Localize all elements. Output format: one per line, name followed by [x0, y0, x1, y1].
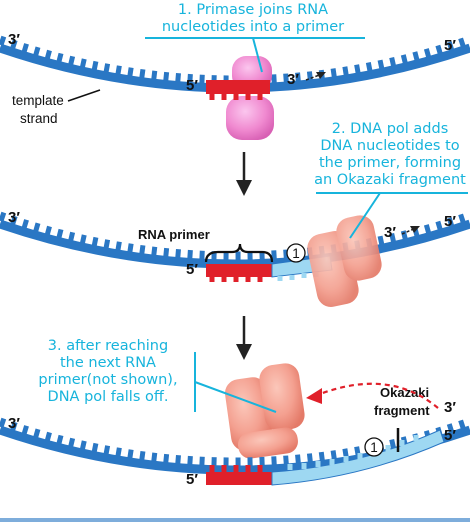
panel-2: 1 RNA primer 3′ 5′ 5′ 3′ 2. DNA pol adds…	[0, 121, 470, 307]
arrow-head	[316, 72, 326, 79]
template-label-line1: template	[12, 93, 64, 108]
step-3-line-2: the next RNA	[60, 355, 156, 371]
template-pointer	[67, 89, 101, 102]
primer-bracket	[204, 243, 274, 263]
five-prime-end: 5′	[444, 37, 456, 54]
five-prime-end: 5′	[186, 471, 198, 488]
circle-one-marker	[286, 243, 306, 263]
released-dna-polymerase	[225, 363, 305, 459]
five-prime-end: 5′	[444, 213, 456, 230]
three-prime-end: 3′	[444, 399, 456, 416]
template-teeth	[0, 417, 470, 467]
five-prime-end: 5′	[444, 427, 456, 444]
rna-primer-label: RNA primer	[138, 227, 210, 242]
five-prime-end: 5′	[186, 261, 198, 278]
okazaki-label-line2: fragment	[374, 403, 430, 418]
three-prime-end: 3′	[384, 224, 396, 241]
circle-one-label: 1	[292, 246, 300, 261]
arrow-head	[410, 226, 420, 233]
rna-primer	[206, 465, 272, 485]
caption-pointer	[349, 192, 381, 239]
release-arrow	[319, 382, 439, 409]
panel-3: 1 Okazaki fragment 3′ 3′ 5′ 5′ 3. after …	[0, 338, 470, 488]
template-strand	[0, 219, 470, 269]
template-teeth	[0, 211, 470, 261]
step-2-line-2: DNA nucleotides to	[320, 138, 459, 154]
okazaki-label-line1: Okazaki	[380, 385, 429, 400]
three-prime-end: 3′	[8, 415, 20, 432]
circle-one-marker	[364, 437, 384, 457]
template-teeth	[0, 35, 470, 85]
step-3-line-1: 3. after reaching	[48, 338, 168, 354]
step-3-line-3: primer(not shown),	[38, 372, 177, 388]
step-2-line-3: the primer, forming	[319, 155, 461, 171]
three-prime-end: 3′	[8, 209, 20, 226]
step-2-line-4: an Okazaki fragment	[314, 172, 466, 188]
template-label-line2: strand	[20, 111, 58, 126]
three-prime-end: 3′	[287, 71, 299, 88]
circle-one-label: 1	[370, 440, 378, 455]
step-arrow-1	[236, 152, 252, 196]
five-prime-end: 5′	[186, 77, 198, 94]
panel-1: 3′ 5′ 5′ 3′ template strand 1. Primase j…	[0, 2, 470, 140]
step-1-line-1: 1. Primase joins RNA	[178, 2, 328, 18]
step-2-line-1: 2. DNA pol adds	[332, 121, 449, 137]
dna-polymerase	[307, 215, 382, 307]
step-1-line-2: nucleotides into a primer	[162, 19, 344, 35]
caption-pointer	[252, 37, 263, 73]
step-arrow-2	[236, 316, 252, 360]
three-prime-end: 3′	[8, 31, 20, 48]
rna-primer	[206, 80, 270, 100]
rna-primer	[206, 264, 272, 282]
caption-pointer	[194, 381, 277, 413]
release-arrow-head	[306, 388, 322, 404]
step-3-line-4: DNA pol falls off.	[48, 389, 169, 405]
direction-arrow	[305, 73, 323, 81]
